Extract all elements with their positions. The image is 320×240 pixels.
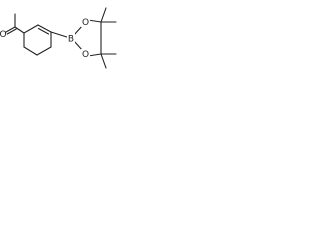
bond-ring-double-outer [37, 24, 52, 33]
bond-methyl-lower-down [100, 53, 107, 69]
atom-boron-mask [67, 33, 75, 43]
bond-methyl-upper-up [100, 7, 107, 23]
bond-carbonyl-ring [14, 26, 25, 34]
bond-ring-boron [50, 31, 71, 39]
bond-oxygen-upper-carbon [87, 19, 102, 23]
bond-ring-6 [23, 24, 39, 34]
atom-oxygen-lower-mask [81, 49, 90, 59]
bond-ring-3 [36, 46, 52, 56]
atom-carbonyl-oxygen: O [0, 30, 7, 40]
atom-oxygen-upper-mask [81, 17, 90, 27]
atom-boron: B [68, 35, 74, 45]
atom-oxygen-upper: O [82, 18, 89, 28]
bond-carbonyl-oxygen-2 [6, 28, 17, 35]
chemical-structure-diagram: O B O O [0, 7, 117, 69]
bond-ring-2 [23, 46, 38, 56]
bond-ring-double-inner [37, 27, 50, 35]
atom-oxygen-lower: O [82, 50, 89, 60]
bond-oxygen-lower-carbon [87, 53, 102, 57]
bond-carbonyl-oxygen-1 [5, 26, 16, 33]
